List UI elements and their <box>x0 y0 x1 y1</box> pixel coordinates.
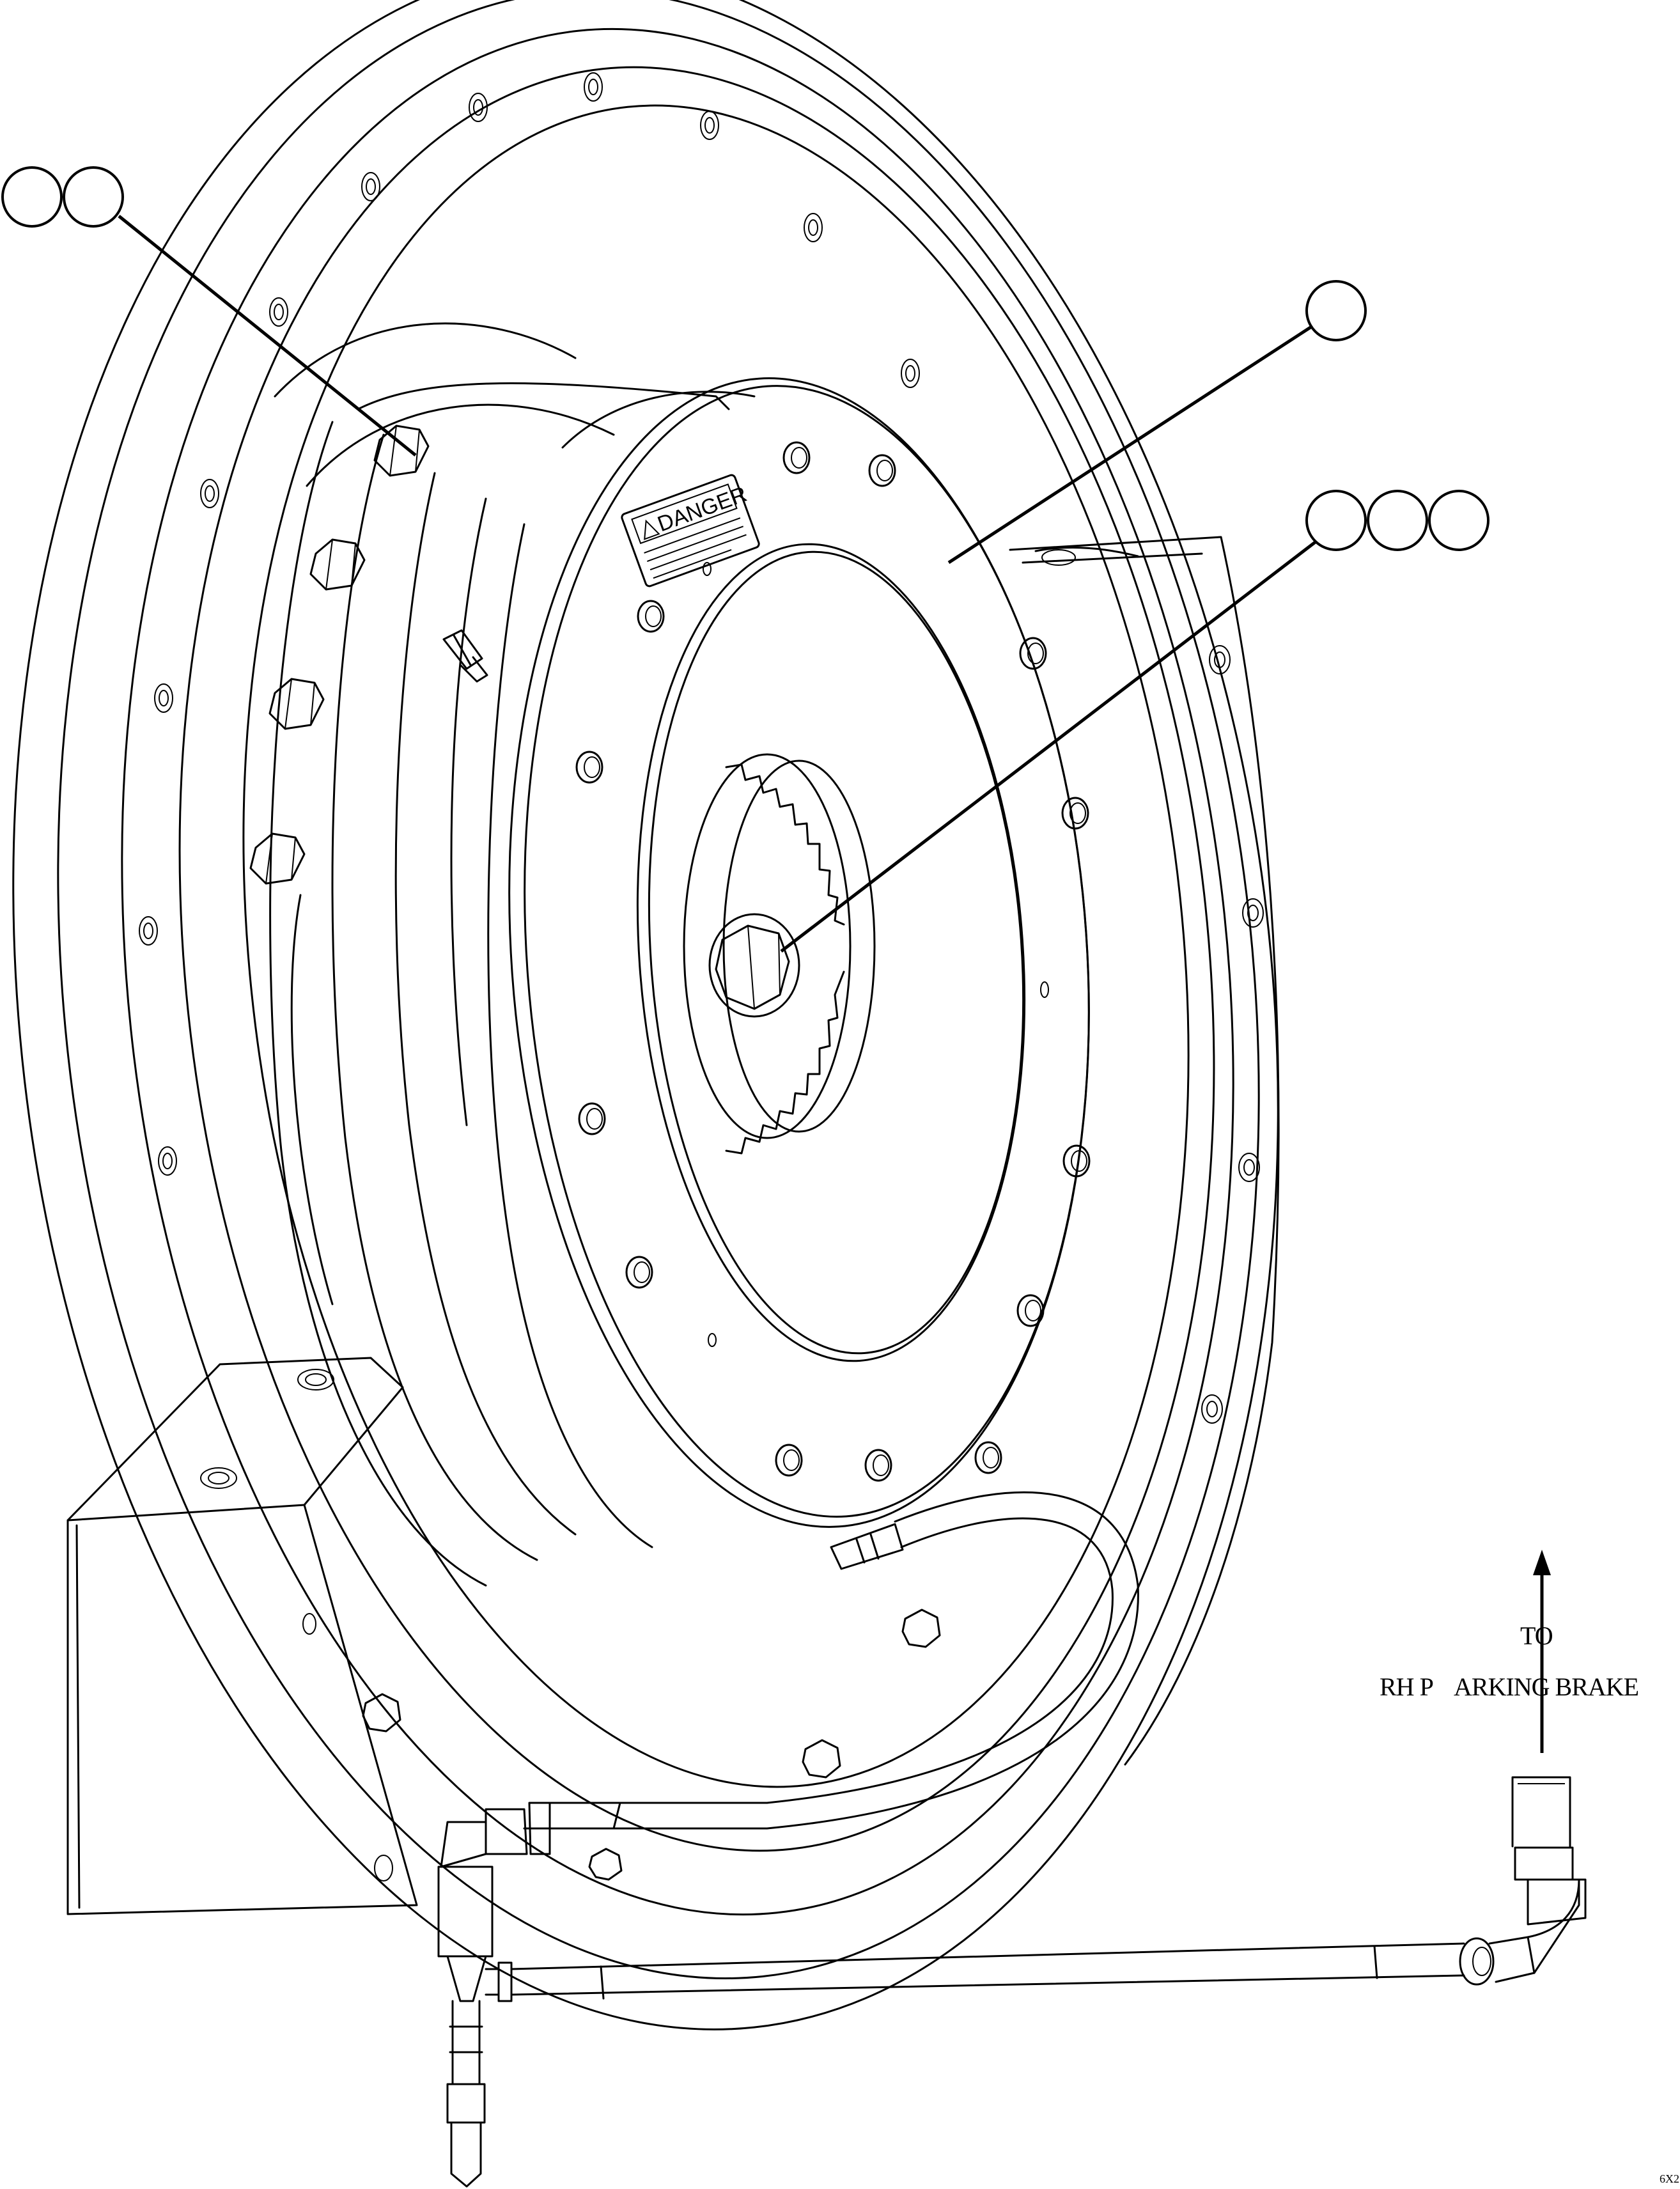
note-line-2-left: RH P <box>1380 1672 1433 1701</box>
callout-center-b <box>1367 490 1428 551</box>
drawing-code: 6X2 <box>1660 2172 1679 2185</box>
callout-upper-left-a <box>1 166 63 228</box>
callout-upper-right <box>1305 280 1367 341</box>
lower-flange-bolts <box>362 1609 941 1881</box>
wheel-hub-outline <box>12 0 1279 2030</box>
drum-bolt-holes <box>139 72 920 1176</box>
grease-fitting <box>442 629 488 683</box>
callout-leaders <box>118 215 1318 953</box>
cover-studs <box>575 441 1091 1482</box>
callout-center-c <box>1428 490 1489 551</box>
mounting-plate <box>1009 536 1280 1766</box>
brake-cover-disc <box>487 377 1090 1548</box>
note-line-1: TO <box>1520 1621 1553 1650</box>
hydraulic-lines <box>437 1491 1587 2188</box>
routing-note: TO RH P ARKING BRAKE <box>1380 1621 1639 1701</box>
splined-hub <box>708 763 845 1155</box>
direction-arrow <box>1533 1550 1551 1753</box>
housing-hex-bolts <box>249 425 430 885</box>
brake-housing <box>269 382 730 1587</box>
callout-upper-left-b <box>63 166 124 228</box>
callout-center-a <box>1305 490 1367 551</box>
note-line-2-right: ARKING BRAKE <box>1454 1672 1638 1701</box>
bottom-bracket <box>66 1357 418 1915</box>
callout-balloons <box>1 166 1489 551</box>
